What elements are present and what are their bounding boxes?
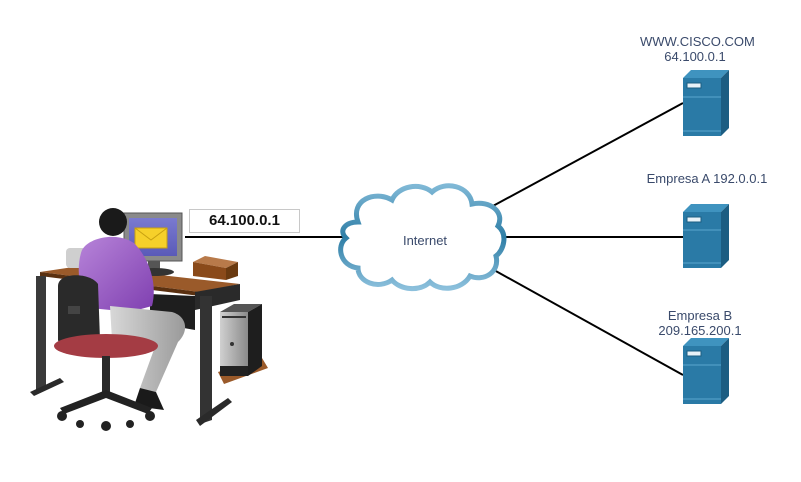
link-internet-cisco bbox=[479, 102, 684, 214]
envelope-icon bbox=[134, 227, 168, 249]
server-empresa-b-icon[interactable] bbox=[683, 338, 729, 404]
server-empresa-a-name: Empresa A 192.0.0.1 bbox=[646, 171, 768, 186]
user-workstation-icon[interactable] bbox=[30, 208, 268, 431]
links bbox=[185, 102, 684, 376]
server-cisco-ip: 64.100.0.1 bbox=[664, 49, 726, 64]
server-cisco-label: WWW.CISCO.COM 64.100.0.1 bbox=[640, 34, 755, 64]
server-cisco-icon[interactable] bbox=[683, 70, 729, 136]
internet-label: Internet bbox=[402, 233, 448, 248]
server-empresa-b-name: Empresa B bbox=[667, 308, 733, 323]
link-internet-empresa-b bbox=[484, 264, 684, 376]
pc-ip-label: 64.100.0.1 bbox=[189, 209, 300, 233]
server-cisco-name: WWW.CISCO.COM bbox=[640, 34, 755, 49]
server-empresa-a-label: Empresa A 192.0.0.1 bbox=[632, 171, 782, 186]
server-empresa-b-label: Empresa B 209.165.200.1 bbox=[640, 308, 760, 338]
internet-cloud-icon[interactable] bbox=[338, 183, 507, 291]
server-empresa-a-icon[interactable] bbox=[683, 204, 729, 268]
server-empresa-b-ip: 209.165.200.1 bbox=[658, 323, 742, 338]
